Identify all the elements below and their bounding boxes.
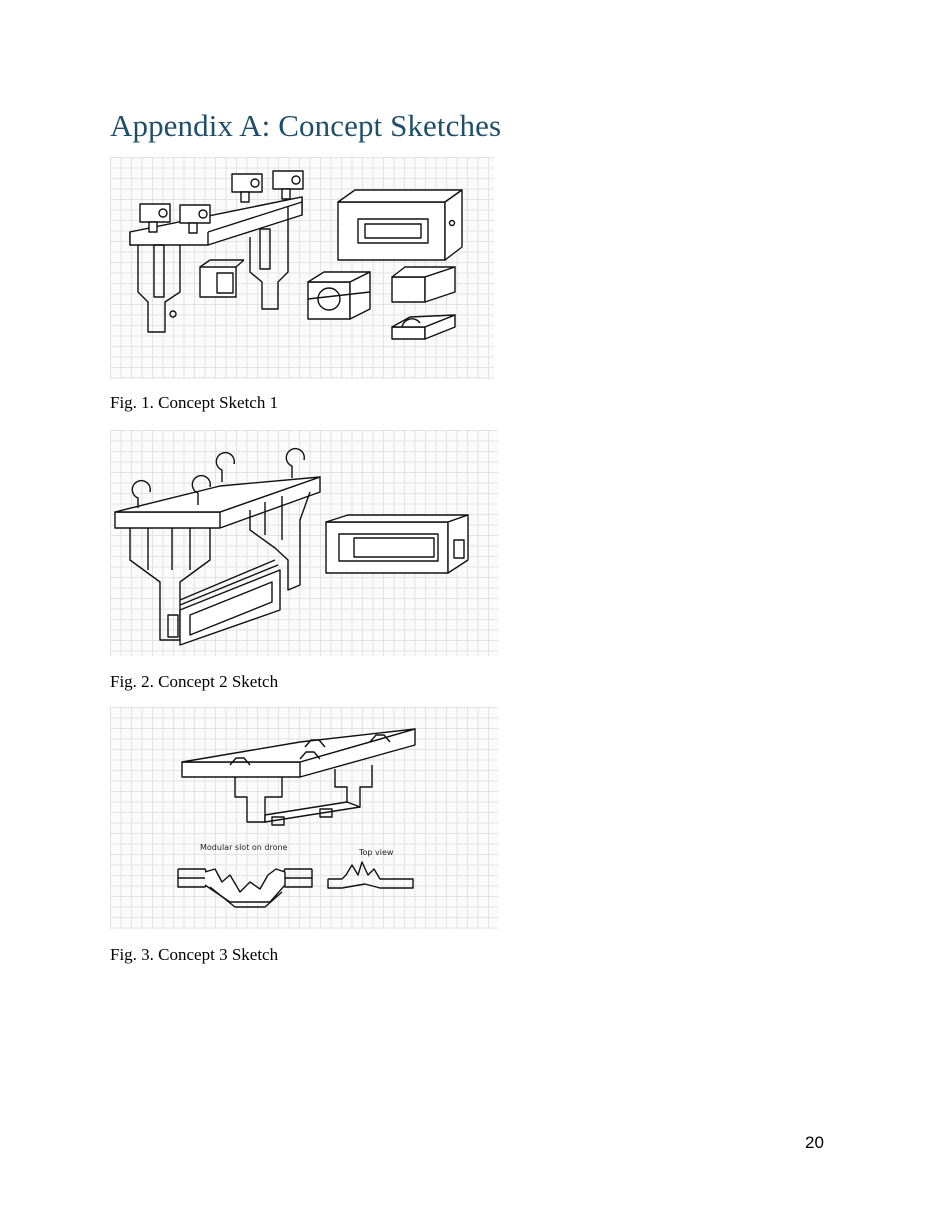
concept-sketch-3-drawing: Modular slot on drone Top view [177,728,416,908]
figure-3-caption: Fig. 3. Concept 3 Sketch [110,945,279,964]
top-view-annotation: Top view [358,848,394,857]
figure-1-caption: Fig. 1. Concept Sketch 1 [110,393,279,412]
concept-sketch-3-image: Modular slot on drone Top view [110,707,498,929]
concept-sketch-1-image [110,157,494,379]
concept-sketch-2-image [110,430,498,656]
concept-sketch-2-drawing [114,447,469,646]
concept-sketch-1-drawing [129,170,463,340]
page-title: Appendix A: Concept Sketches [110,108,502,143]
page-number: 20 [805,1133,824,1152]
figure-2-caption: Fig. 2. Concept 2 Sketch [110,672,279,691]
modular-slot-annotation: Modular slot on drone [200,843,288,852]
